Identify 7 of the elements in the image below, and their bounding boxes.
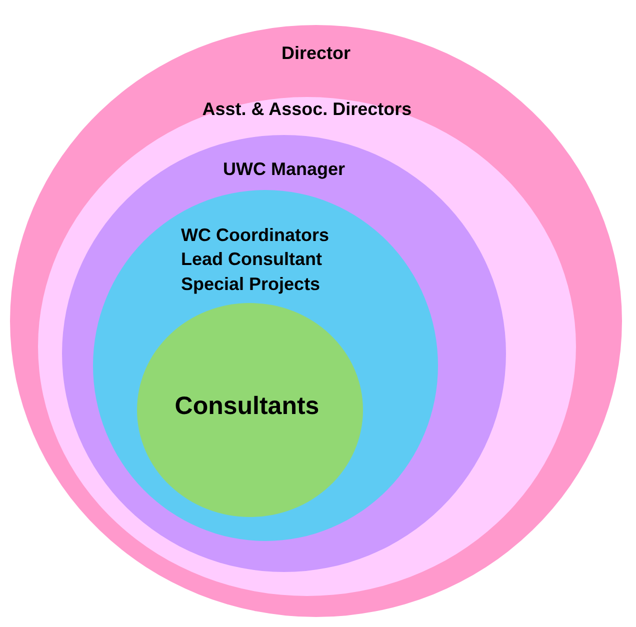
role-label: Asst. & Assoc. Directors bbox=[201, 98, 413, 121]
role-label: Consultants bbox=[174, 391, 320, 422]
role-label: Special Projects bbox=[181, 272, 322, 296]
role-label: Director bbox=[280, 42, 352, 65]
role-label: WC Coordinators bbox=[181, 224, 330, 247]
role-label: Lead Consultant bbox=[181, 248, 324, 272]
role-label: UWC Manager bbox=[222, 158, 346, 181]
